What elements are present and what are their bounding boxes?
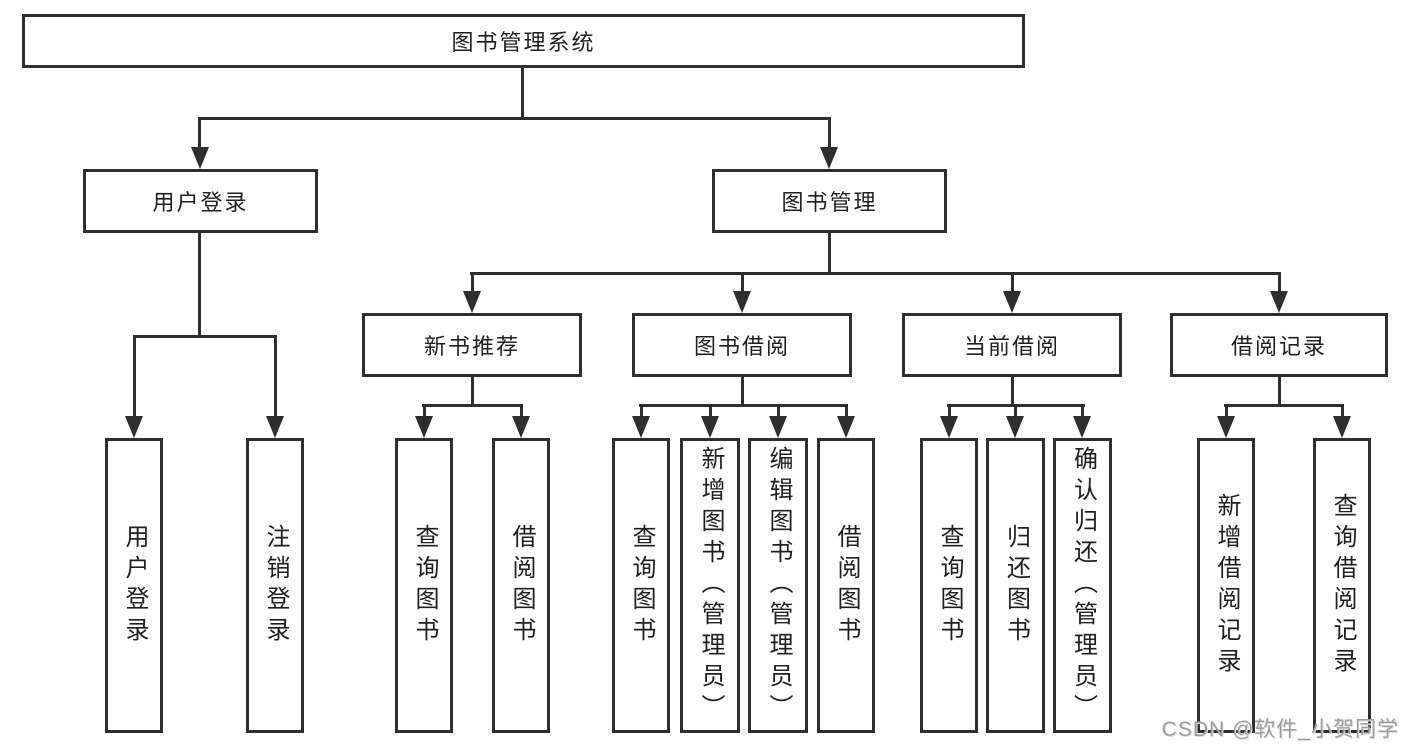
connector-line (422, 404, 523, 407)
connector-line (133, 335, 277, 338)
arrowhead-down-icon (512, 416, 530, 438)
node-current-borrow: 当前借阅 (902, 313, 1122, 377)
connector-line (198, 117, 831, 120)
connector-line (1011, 377, 1014, 405)
leaf-add-borrow-record: 新增借阅记录 (1197, 438, 1255, 733)
connector-line (521, 68, 524, 117)
arrowhead-down-icon (125, 416, 143, 438)
leaf-borrow-books: 借阅图书 (817, 438, 875, 733)
leaf-label: 确认归还（管理员） (1069, 446, 1097, 725)
connector-line (1081, 404, 1084, 417)
connector-line (470, 272, 1281, 275)
arrowhead-down-icon (632, 416, 650, 438)
arrowhead-down-icon (769, 416, 787, 438)
connector-line (828, 233, 831, 273)
leaf-logout-label: 注销登录 (262, 523, 289, 648)
leaf-label: 查询图书 (411, 523, 438, 648)
connector-line (1224, 404, 1344, 407)
connector-line (1225, 404, 1228, 417)
leaf-return-books: 归还图书 (986, 438, 1045, 733)
node-book-borrow: 图书借阅 (632, 313, 852, 377)
leaf-label: 归还图书 (1002, 523, 1030, 648)
arrowhead-down-icon (733, 291, 751, 313)
node-book-mgmt: 图书管理 (712, 169, 947, 233)
node-book-mgmt-label: 图书管理 (781, 190, 878, 215)
leaf-label: 查询图书 (936, 523, 963, 648)
node-new-book-recommend: 新书推荐 (362, 313, 582, 377)
csdn-watermark: CSDN @软件_小贺同学 (1161, 718, 1399, 741)
leaf-logout: 注销登录 (246, 438, 304, 733)
arrowhead-down-icon (463, 291, 481, 313)
leaf-label: 编辑图书（管理员） (765, 446, 792, 725)
connector-line (639, 404, 848, 407)
leaf-query-books-recommend: 查询图书 (395, 438, 453, 733)
connector-line (133, 335, 136, 417)
node-user-login-label: 用户登录 (152, 190, 249, 215)
leaf-query-borrow-record: 查询借阅记录 (1313, 438, 1371, 733)
leaf-label: 新增图书（管理员） (697, 446, 724, 725)
leaf-query-books-current: 查询图书 (920, 438, 978, 733)
connector-line (520, 404, 523, 417)
arrowhead-down-icon (820, 147, 838, 169)
connector-line (198, 233, 201, 336)
arrowhead-down-icon (1270, 291, 1288, 313)
connector-line (709, 404, 712, 417)
connector-line (1014, 404, 1017, 417)
node-new-book-recommend-label: 新书推荐 (423, 334, 520, 359)
arrowhead-down-icon (266, 416, 284, 438)
arrowhead-down-icon (191, 147, 209, 169)
node-borrow-records-label: 借阅记录 (1230, 334, 1327, 359)
leaf-query-books-borrow: 查询图书 (612, 438, 670, 733)
node-current-borrow-label: 当前借阅 (963, 334, 1060, 359)
leaf-borrow-books-recommend: 借阅图书 (492, 438, 550, 733)
leaf-label: 查询借阅记录 (1329, 492, 1356, 679)
arrowhead-down-icon (701, 416, 719, 438)
connector-line (741, 377, 744, 405)
node-root: 图书管理系统 (22, 14, 1025, 68)
node-book-borrow-label: 图书借阅 (693, 334, 790, 359)
connector-line (423, 404, 426, 417)
connector-line (845, 404, 848, 417)
node-root-label: 图书管理系统 (451, 30, 596, 55)
leaf-add-books-admin: 新增图书（管理员） (680, 438, 740, 733)
leaf-label: 新增借阅记录 (1213, 492, 1240, 679)
node-borrow-records: 借阅记录 (1170, 313, 1388, 377)
connector-line (1278, 377, 1281, 405)
leaf-edit-books-admin: 编辑图书（管理员） (748, 438, 808, 733)
connector-line (777, 404, 780, 417)
leaf-label: 借阅图书 (833, 523, 860, 648)
leaf-user-login-label: 用户登录 (121, 523, 148, 648)
arrowhead-down-icon (1333, 416, 1351, 438)
connector-line (741, 272, 744, 293)
arrowhead-down-icon (940, 416, 958, 438)
leaf-label: 借阅图书 (508, 523, 535, 648)
connector-line (274, 335, 277, 417)
connector-line (1341, 404, 1344, 417)
leaf-user-login: 用户登录 (105, 438, 163, 733)
arrowhead-down-icon (1217, 416, 1235, 438)
leaf-confirm-return-admin: 确认归还（管理员） (1053, 438, 1112, 733)
leaf-label: 查询图书 (628, 523, 655, 648)
connector-line (640, 404, 643, 417)
connector-line (828, 117, 831, 148)
connector-line (471, 272, 474, 293)
arrowhead-down-icon (837, 416, 855, 438)
connector-line (198, 117, 201, 148)
connector-line (1011, 272, 1014, 293)
arrowhead-down-icon (415, 416, 433, 438)
arrowhead-down-icon (1003, 291, 1021, 313)
connector-line (471, 377, 474, 405)
node-user-login: 用户登录 (83, 169, 318, 233)
connector-line (948, 404, 951, 417)
arrowhead-down-icon (1006, 416, 1024, 438)
arrowhead-down-icon (1073, 416, 1091, 438)
connector-line (1278, 272, 1281, 293)
